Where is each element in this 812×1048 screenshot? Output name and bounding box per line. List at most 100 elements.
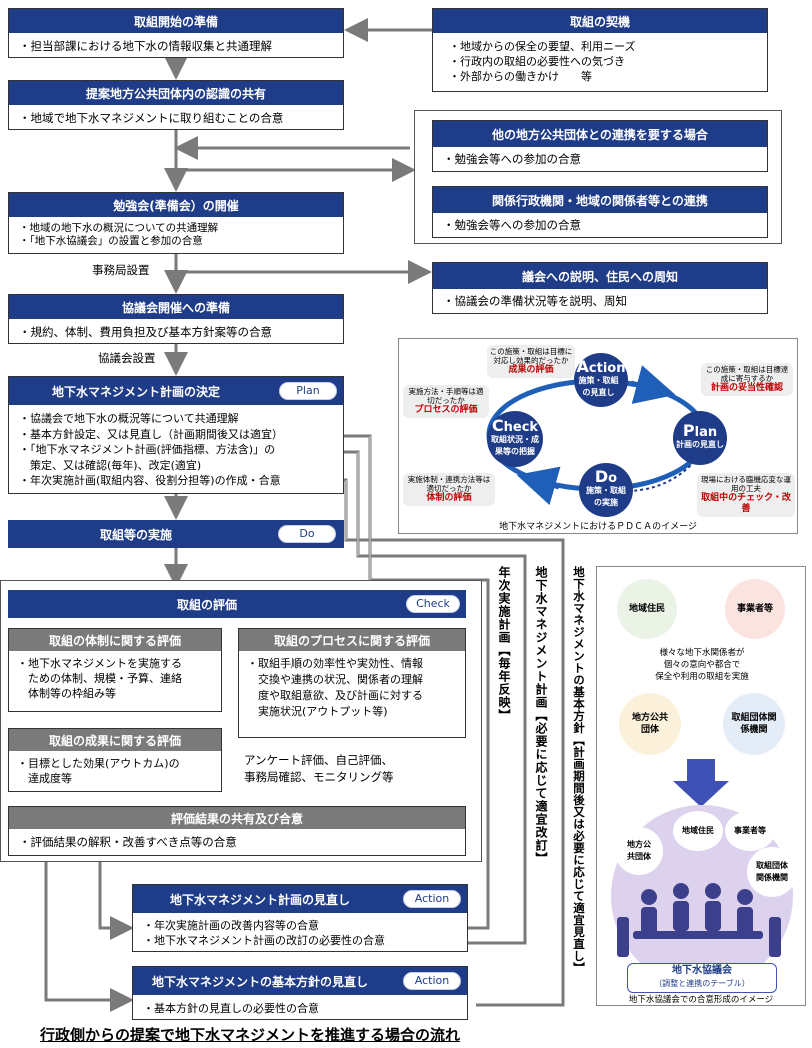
- pdca-note-process-label: プロセスの評価: [414, 405, 478, 415]
- agencies-line: ・勉強会等への参加の合意: [443, 218, 581, 232]
- council-center-text: 様々な地下水関係者が 個々の意向や都合で 保全や利用の取組を実施: [607, 647, 797, 683]
- other-gov-lines: ・勉強会等への参加の合意: [433, 148, 591, 171]
- plan-box: 地下水マネジメント計画の決定 Plan ・協議会で地下水の概況等について共通理解…: [8, 376, 344, 494]
- pdca-note-plan-label: 計画の妥当性確認: [710, 383, 783, 393]
- pdca-note-result-label: 成果の評価: [508, 365, 554, 375]
- action2-line: ・基本方針の見直しの必要性の合意: [143, 1002, 319, 1015]
- share-title: 提案地方公共団体内の認識の共有: [9, 81, 343, 105]
- pdca-caption: 地下水マネジメントにおけるＰＤＣＡのイメージ: [499, 522, 697, 532]
- office-label: 事務局設置: [92, 263, 150, 277]
- start-prep-lines: ・担当部課における地下水の情報収集と共通理解: [9, 35, 282, 58]
- pdca-note-result-question: この施策・取組は目標に対応し効果的だったか: [489, 347, 573, 365]
- other-gov-box: 他の地方公共団体との連携を要する場合 ・勉強会等への参加の合意: [432, 120, 768, 172]
- council-people-icon: [617, 883, 781, 957]
- eval-system-line: ・地下水マネジメントを実施する: [17, 657, 182, 670]
- eval-system-line: 体制等の枠組み等: [17, 687, 116, 700]
- agencies-box: 関係行政機関・地域の関係者等との連携 ・勉強会等への参加の合意: [432, 186, 768, 238]
- plan-line: 策定、又は確認(毎年)、改定(適宜): [19, 458, 202, 472]
- check-tag: Check: [406, 595, 460, 613]
- assembly-lines: ・協議会の準備状況等を説明、周知: [433, 290, 637, 313]
- council-name: 地下水協議会: [672, 965, 732, 976]
- eval-process-line: ・取組手順の効率性や実効性、情報: [247, 657, 423, 670]
- prep-lines: ・規約、体制、費用負担及び基本方針案等の合意: [9, 321, 282, 344]
- council-table-business: 事業者等: [725, 811, 775, 851]
- pdca-note-process-question: 実施方法・手順等は適切だったか: [408, 387, 484, 405]
- eval-process-box: 取組のプロセスに関する評価 ・取組手順の効率性や実効性、情報 交換や連携の状況、…: [238, 628, 466, 738]
- eval-method-line: 事務局確認、モニタリング等: [244, 770, 394, 784]
- eval-process-lines: ・取組手順の効率性や実効性、情報 交換や連携の状況、関係者の理解 度や取組意欲、…: [239, 653, 431, 723]
- eval-system-lines: ・地下水マネジメントを実施する ための体制、規模・予算、連絡 体制等の枠組み等: [9, 653, 190, 704]
- start-prep-line: ・担当部課における地下水の情報収集と共通理解: [19, 39, 272, 53]
- trigger-line: ・行政内の取組の必要性への気づき: [449, 55, 625, 68]
- pdca-note-running-question: 現場における臨機応変な運用の工夫: [701, 475, 791, 493]
- plan-line: ・「地下水マネジメント計画(評価指標、方法含)」の: [19, 443, 276, 456]
- eval-methods: アンケート評価、自己評価、 事務局確認、モニタリング等: [244, 752, 394, 786]
- eval-method-line: アンケート評価、自己評価、: [244, 753, 394, 767]
- prep-title: 協議会開催への準備: [9, 295, 343, 319]
- council-center-line: 個々の意向や都合で: [663, 660, 741, 670]
- council-localgov-circle: 地方公共団体: [619, 693, 681, 755]
- other-gov-line: ・勉強会等への参加の合意: [443, 152, 581, 166]
- vertical-label-policy: 地下水マネジメントの基本方針【計画期間後又は必要に応じて適宜見直し】: [572, 566, 586, 974]
- agencies-title: 関係行政機関・地域の関係者等との連携: [433, 187, 767, 213]
- eval-share-line: ・評価結果の解釈・改善すべき点等の合意: [19, 835, 237, 849]
- study-line: ・地域の地下水の概況についての共通理解: [19, 222, 219, 234]
- action2-lines: ・基本方針の見直しの必要性の合意: [133, 998, 329, 1019]
- council-center-line: 保全や利用の取組を実施: [655, 672, 749, 682]
- council-name-label: 地下水協議会 （調整と連携のテーブル）: [627, 963, 777, 993]
- start-prep-title: 取組開始の準備: [9, 9, 343, 33]
- trigger-lines: ・地域からの保全の要望、利用ニーズ ・行政内の取組の必要性への気づき ・外部から…: [433, 35, 651, 88]
- share-lines: ・地域で地下水マネジメントに取り組むことの合意: [9, 107, 293, 130]
- eval-outcome-line: ・目標とした効果(アウトカム)の: [17, 757, 180, 770]
- eval-outcome-line: 達成度等: [17, 772, 72, 785]
- eval-share-lines: ・評価結果の解釈・改善すべき点等の合意: [9, 831, 247, 854]
- council-table-residents: 地域住民: [673, 811, 723, 851]
- pdca-note-result: この施策・取組は目標に対応し効果的だったか 成果の評価: [487, 345, 575, 378]
- action1-tag: Action: [403, 890, 461, 908]
- vertical-label-plan: 地下水マネジメント計画【必要に応じて適宜改訂】: [534, 566, 548, 865]
- start-prep-box: 取組開始の準備 ・担当部課における地下水の情報収集と共通理解: [8, 8, 344, 58]
- share-box: 提案地方公共団体内の認識の共有 ・地域で地下水マネジメントに取り組むことの合意: [8, 80, 344, 130]
- council-business-circle: 事業者等: [725, 579, 785, 639]
- assembly-line: ・協議会の準備状況等を説明、周知: [443, 294, 627, 308]
- council-down-arrow: [673, 759, 729, 807]
- eval-system-box: 取組の体制に関する評価 ・地下水マネジメントを実施する ための体制、規模・予算、…: [8, 628, 222, 712]
- prep-line: ・規約、体制、費用負担及び基本方針案等の合意: [19, 325, 272, 339]
- eval-share-title: 評価結果の共有及び合意: [9, 807, 465, 829]
- eval-system-title: 取組の体制に関する評価: [9, 629, 221, 651]
- council-orgs-circle: 取組団体関係機関: [723, 693, 785, 755]
- trigger-box: 取組の契機 ・地域からの保全の要望、利用ニーズ ・行政内の取組の必要性への気づき…: [432, 8, 768, 92]
- eval-outcome-title: 取組の成果に関する評価: [9, 729, 221, 751]
- council-center-line: 様々な地下水関係者が: [659, 648, 745, 658]
- trigger-line: ・地域からの保全の要望、利用ニーズ: [449, 40, 636, 53]
- action1-title: 地下水マネジメント計画の見直し: [133, 885, 467, 913]
- eval-process-line: 交換や連携の状況、関係者の理解: [247, 673, 423, 686]
- pdca-note-system: 実施体制・連携方法等は適切だったか 体制の評価: [403, 473, 495, 506]
- pdca-note-process: 実施方法・手順等は適切だったか プロセスの評価: [403, 385, 489, 418]
- eval-system-line: ための体制、規模・予算、連絡: [17, 672, 182, 685]
- eval-outcome-box: 取組の成果に関する評価 ・目標とした効果(アウトカム)の 達成度等: [8, 728, 222, 792]
- plan-line: ・基本方針設定、又は見直し（計画期間後又は適宜）: [19, 427, 283, 441]
- council-residents-circle: 地域住民: [617, 579, 677, 639]
- do-tag: Do: [278, 525, 336, 543]
- assembly-box: 議会への説明、住民への周知 ・協議会の準備状況等を説明、周知: [432, 262, 768, 314]
- action1-line: ・年次実施計画の改善内容等の合意: [143, 919, 319, 932]
- prep-box: 協議会開催への準備 ・規約、体制、費用負担及び基本方針案等の合意: [8, 294, 344, 344]
- trigger-title: 取組の契機: [433, 9, 767, 33]
- eval-process-title: 取組のプロセスに関する評価: [239, 629, 465, 651]
- assembly-title: 議会への説明、住民への周知: [433, 263, 767, 289]
- plan-line: ・協議会で地下水の概況等について共通理解: [19, 412, 239, 425]
- council-table-orgs: 取組団体関係機関: [747, 847, 797, 897]
- action1-lines: ・年次実施計画の改善内容等の合意 ・地下水マネジメント計画の改訂の必要性の合意: [133, 915, 395, 951]
- other-gov-title: 他の地方公共団体との連携を要する場合: [433, 121, 767, 147]
- council-sub: （調整と連携のテーブル）: [654, 979, 750, 988]
- study-title: 勉強会(準備会）の開催: [9, 193, 343, 217]
- check-title: 取組の評価: [8, 590, 466, 618]
- eval-process-line: 度や取組意欲、及び計画に対する: [247, 689, 423, 702]
- vertical-label-annual: 年次実施計画【毎年反映】: [497, 566, 511, 722]
- pdca-note-system-question: 実施体制・連携方法等は適切だったか: [407, 475, 491, 493]
